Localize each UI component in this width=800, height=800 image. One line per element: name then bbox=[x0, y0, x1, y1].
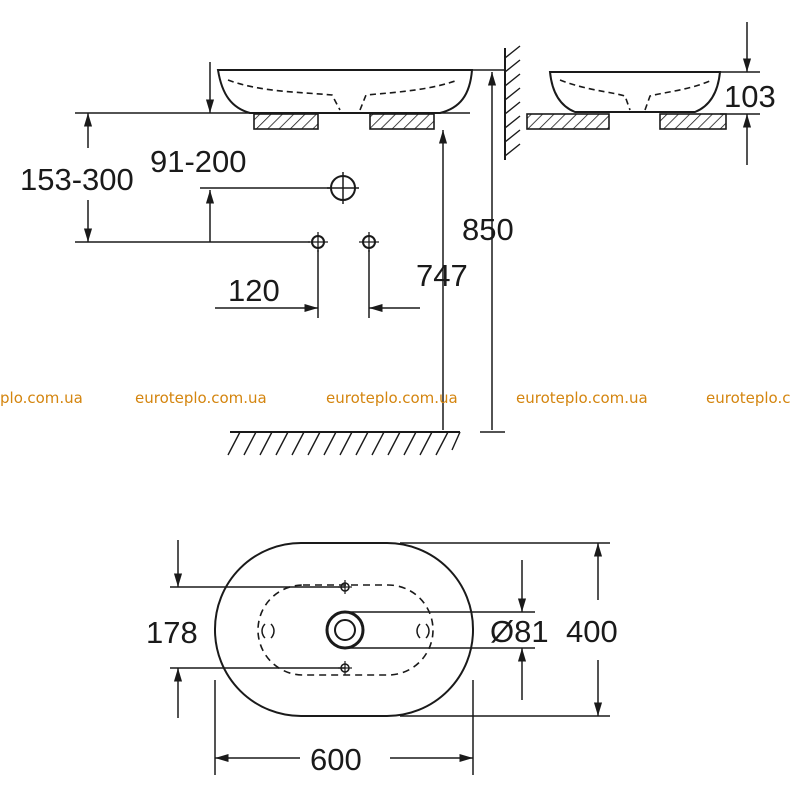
mark-right bbox=[416, 623, 430, 639]
side-view-detail: 103 bbox=[526, 22, 776, 165]
watermark-text: euroteplo.com.ua bbox=[516, 389, 648, 407]
basin-side-profile-small bbox=[548, 71, 722, 113]
floor-hatching bbox=[227, 431, 461, 456]
counter-block-right bbox=[369, 113, 435, 130]
watermark-row: plo.com.ua euroteplo.com.ua euroteplo.co… bbox=[0, 389, 790, 407]
drain-outer bbox=[325, 610, 365, 650]
watermark-text: euroteplo.com.ua bbox=[326, 389, 458, 407]
basin-side-profile bbox=[216, 69, 474, 114]
counter-block-small-right bbox=[659, 113, 727, 130]
side-view: 153-300 91-200 120 747 bbox=[20, 45, 521, 456]
watermark-text: plo.com.ua bbox=[0, 389, 83, 407]
watermark-text: euroteplo.c bbox=[706, 389, 790, 407]
counter-block-small-left bbox=[526, 113, 610, 130]
dim-supply-spacing: 120 bbox=[228, 273, 280, 308]
dim-basin-height: 103 bbox=[724, 79, 776, 114]
dim-counter-height: 747 bbox=[416, 258, 468, 293]
basin-inner-dashed bbox=[227, 79, 459, 111]
dim-basin-depth: 400 bbox=[566, 614, 618, 649]
wall-hatching bbox=[504, 45, 521, 157]
counter-block-left bbox=[253, 113, 319, 130]
dim-basin-top-height: 850 bbox=[462, 212, 514, 247]
drain-inner bbox=[334, 619, 356, 641]
top-view: 178 Ø81 400 600 bbox=[146, 540, 618, 777]
supply-left-symbol bbox=[308, 232, 328, 252]
drain-symbol bbox=[327, 172, 359, 204]
mark-left bbox=[261, 623, 275, 639]
dim-drain-spacing: 178 bbox=[146, 615, 198, 650]
dim-supply-height: 91-200 bbox=[150, 144, 247, 179]
dim-drain-height: 153-300 bbox=[20, 162, 134, 197]
dim-basin-width: 600 bbox=[310, 742, 362, 777]
supply-right-symbol bbox=[359, 232, 379, 252]
dim-drain-diameter: Ø81 bbox=[490, 614, 549, 649]
watermark-text: euroteplo.com.ua bbox=[135, 389, 267, 407]
basin-top-outline bbox=[214, 542, 474, 717]
